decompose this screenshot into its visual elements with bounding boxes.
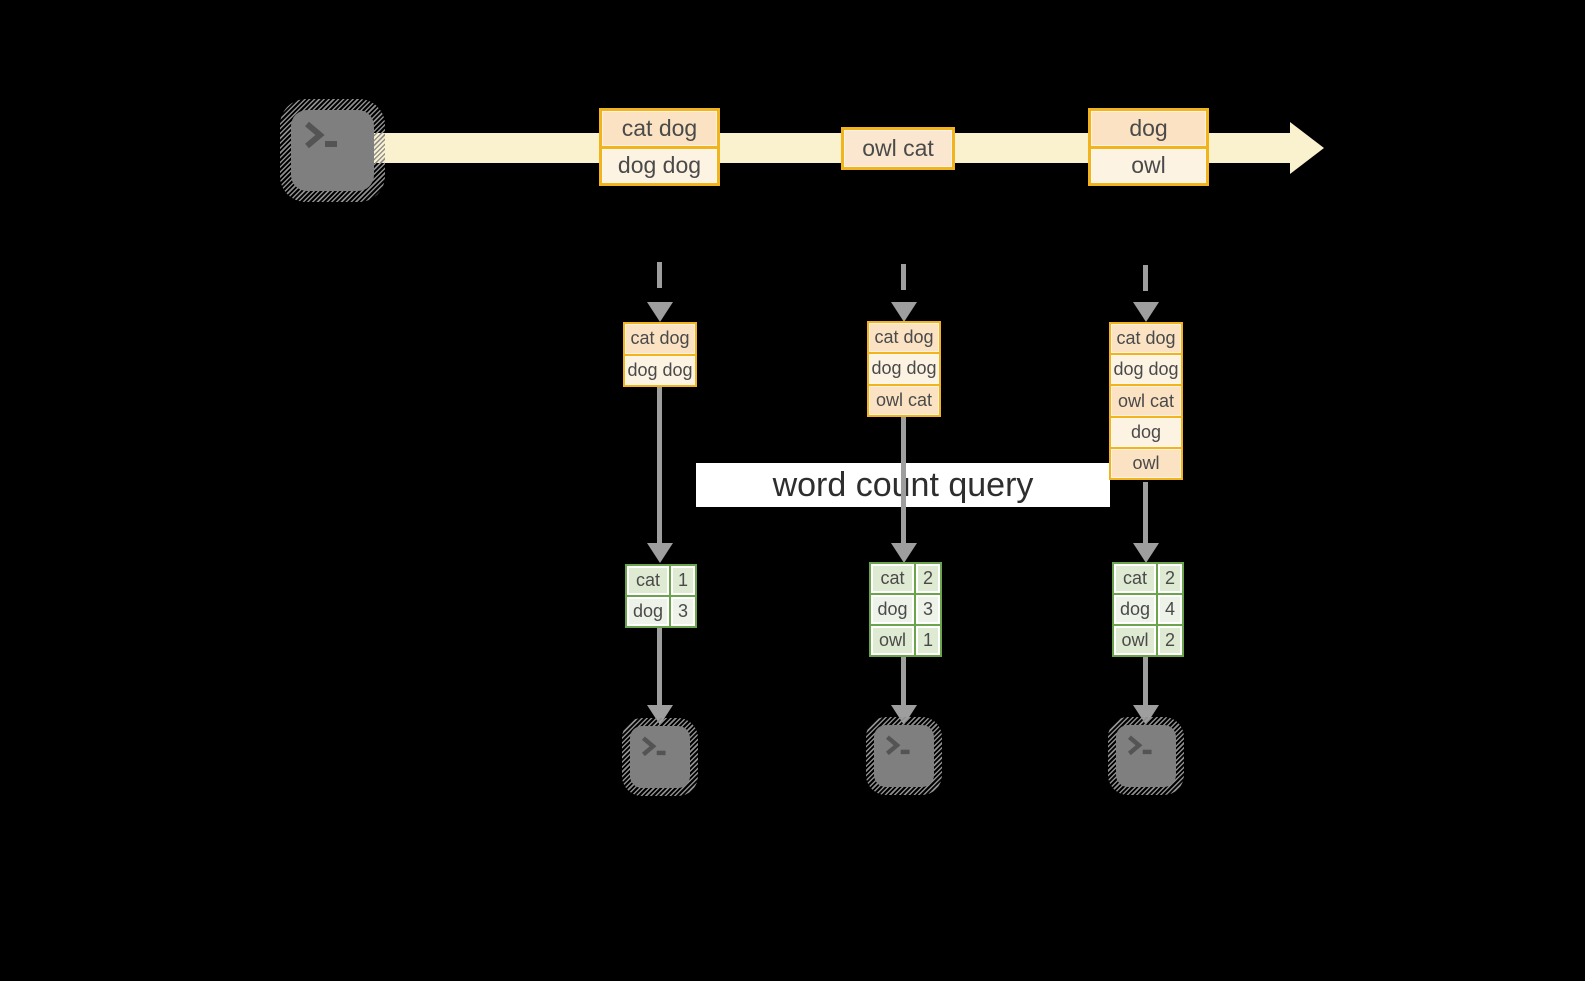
- query-arrow: [901, 417, 906, 543]
- stream-record-line: dog: [1091, 111, 1206, 146]
- count-value-cell: 3: [916, 595, 940, 624]
- count-value-cell: 2: [916, 564, 940, 593]
- buffered-records: cat dog dog dog: [623, 322, 697, 387]
- count-value-cell: 2: [1158, 564, 1182, 593]
- count-value-cell: 1: [671, 566, 695, 595]
- count-word-cell: cat: [1114, 564, 1156, 593]
- output-terminal-icon: [622, 718, 698, 796]
- query-arrowhead: [1133, 543, 1159, 563]
- terminal-prompt-glyph: [1127, 735, 1152, 756]
- query-arrow: [1143, 482, 1148, 543]
- terminal-prompt-glyph: [641, 736, 666, 757]
- count-value-cell: 2: [1158, 626, 1182, 655]
- buffer-row: cat dog: [1111, 324, 1181, 354]
- ingest-arrowhead: [1133, 302, 1159, 322]
- output-arrow: [901, 657, 906, 705]
- buffer-row: cat dog: [625, 324, 695, 354]
- buffer-row: dog dog: [1111, 355, 1181, 385]
- ingest-arrowhead: [891, 302, 917, 322]
- query-arrowhead: [647, 543, 673, 563]
- buffer-row: cat dog: [869, 323, 939, 353]
- buffer-row: dog: [1111, 417, 1181, 447]
- buffer-row: owl cat: [1111, 386, 1181, 416]
- output-arrow: [1143, 657, 1148, 705]
- count-value-cell: 1: [916, 626, 940, 655]
- terminal-prompt-glyph: [305, 121, 337, 149]
- buffer-row: dog dog: [625, 355, 695, 385]
- buffer-row: dog dog: [869, 354, 939, 384]
- output-terminal-icon: [1108, 717, 1184, 795]
- stream-record-line: cat dog: [602, 111, 717, 146]
- count-table: cat 1 dog 3: [625, 564, 697, 628]
- buffered-records: cat dog dog dog owl cat: [867, 321, 941, 417]
- count-word-cell: cat: [871, 564, 914, 593]
- count-word-cell: dog: [871, 595, 914, 624]
- stream-record: owl cat: [841, 127, 955, 170]
- buffer-row: owl cat: [869, 385, 939, 415]
- terminal-prompt-glyph: [885, 735, 910, 756]
- count-value-cell: 3: [671, 597, 695, 626]
- buffer-row: owl: [1111, 448, 1181, 479]
- count-word-cell: owl: [1114, 626, 1156, 655]
- stream-record-line: dog dog: [602, 148, 717, 183]
- count-word-cell: dog: [627, 597, 669, 626]
- output-arrow: [657, 628, 662, 705]
- query-arrow: [657, 387, 662, 543]
- stream-record-line: owl cat: [844, 130, 952, 167]
- count-table: cat 2 dog 3 owl 1: [869, 562, 942, 657]
- stream-record: dog owl: [1088, 108, 1209, 186]
- buffered-records: cat dog dog dog owl cat dog owl: [1109, 322, 1183, 480]
- stream-arrow-head: [1290, 122, 1324, 174]
- ingest-arrow-dashed: [901, 264, 906, 302]
- count-word-cell: owl: [871, 626, 914, 655]
- ingest-arrow-dashed: [657, 262, 662, 302]
- ingest-arrow-dashed: [1143, 265, 1148, 302]
- stream-record-line: owl: [1091, 148, 1206, 183]
- source-terminal-icon: [280, 99, 385, 202]
- stream-record: cat dog dog dog: [599, 108, 720, 186]
- query-arrowhead: [891, 543, 917, 563]
- ingest-arrowhead: [647, 302, 673, 322]
- count-word-cell: cat: [627, 566, 669, 595]
- count-value-cell: 4: [1158, 595, 1182, 624]
- count-table: cat 2 dog 4 owl 2: [1112, 562, 1184, 657]
- output-terminal-icon: [866, 717, 942, 795]
- count-word-cell: dog: [1114, 595, 1156, 624]
